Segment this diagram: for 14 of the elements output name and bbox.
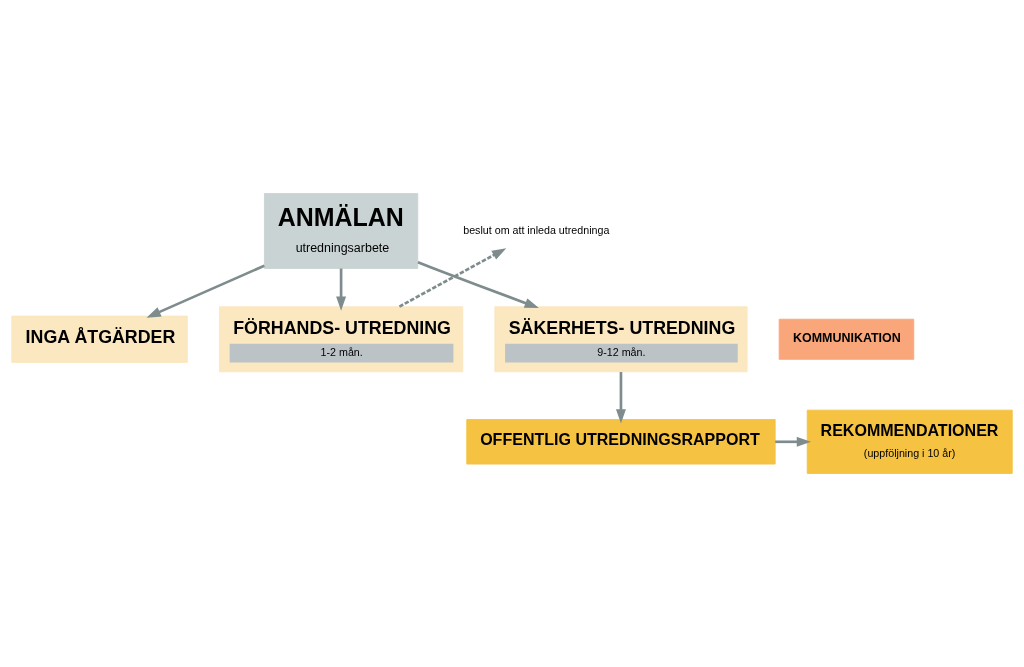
arrow xyxy=(775,436,812,447)
node-box: FÖRHANDS- UTREDNING 1-2 mån. xyxy=(219,306,464,373)
arrow xyxy=(417,261,539,309)
arrow xyxy=(146,264,265,318)
arrow xyxy=(336,268,347,311)
node-box: SÄKERHETS- UTREDNING 9-12 mån. xyxy=(494,306,748,373)
node-box: OFFENTLIG UTREDNINGSRAPPORT xyxy=(466,419,776,465)
node-box: ANMÄLAN utredningsarbete xyxy=(264,193,419,269)
arrow xyxy=(398,248,507,308)
node-box: INGA ÅTGÄRDER xyxy=(11,315,188,363)
arrow xyxy=(615,372,626,424)
node-box: REKOMMENDATIONER (uppföljning i 10 år) xyxy=(806,409,1013,474)
node-text: beslut om att inleda utredninga xyxy=(463,224,610,237)
node-box: KOMMUNIKATION xyxy=(778,318,915,360)
